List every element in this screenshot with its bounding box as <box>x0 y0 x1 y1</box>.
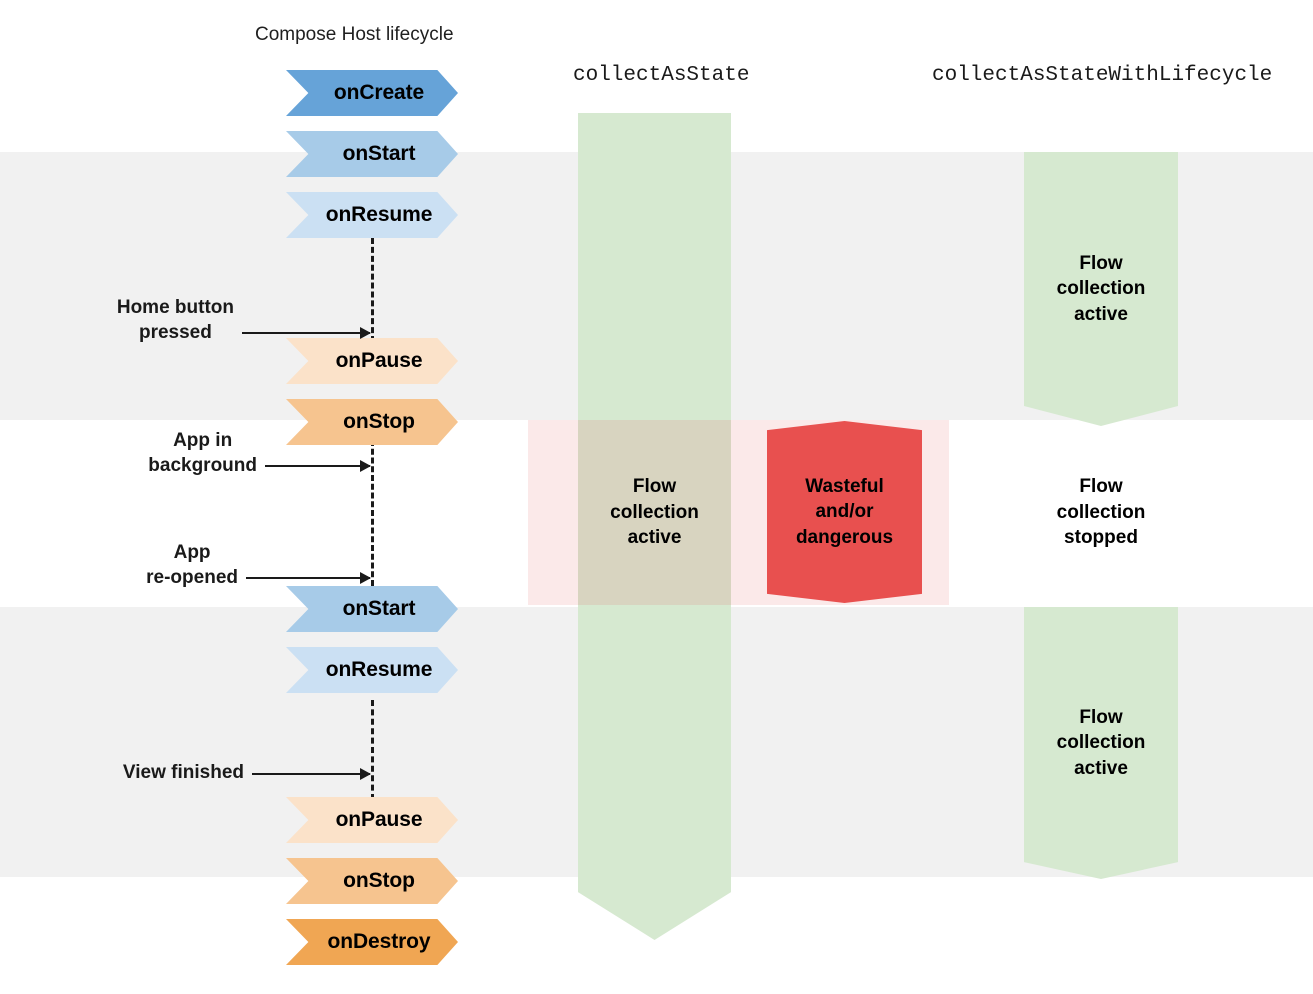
column-header-collect-as-state-with-lifecycle: collectAsStateWithLifecycle <box>932 64 1273 87</box>
flow-bar-collect-as-state-bottom <box>578 605 731 940</box>
lifecycle-chevron-label: onStart <box>342 142 416 165</box>
arrow-icon <box>246 572 371 584</box>
annotation-label: View finished <box>122 762 244 784</box>
danger-callout: Wasteful and/or dangerous <box>767 421 922 603</box>
lifecycle-chevron-label: onCreate <box>333 81 425 104</box>
lifecycle-chevron-label: onPause <box>335 349 423 372</box>
lifecycle-chevron-onresume-2[interactable]: onResume <box>286 647 458 693</box>
lifecycle-chevron-onstop-1[interactable]: onStop <box>286 399 458 445</box>
lifecycle-chevron-onpause-1[interactable]: onPause <box>286 338 458 384</box>
arrow-icon <box>242 327 371 339</box>
lifecycle-chevron-label: onStop <box>343 410 415 433</box>
annotation-label: App in background <box>148 429 257 476</box>
dashed-connector-resume-to-pause-2 <box>371 700 374 800</box>
lifecycle-chevron-onpause-2[interactable]: onPause <box>286 797 458 843</box>
annotation-label: Home button pressed <box>116 296 234 343</box>
lifecycle-chevron-onstart-1[interactable]: onStart <box>286 131 458 177</box>
lifecycle-chevron-label: onResume <box>325 203 433 226</box>
annotation-label: App re-opened <box>146 541 238 588</box>
arrow-icon <box>265 460 371 472</box>
lifecycle-chevron-onstart-2[interactable]: onStart <box>286 586 458 632</box>
flow-bar-collect-as-state-middle: Flow collection active <box>578 420 731 605</box>
lifecycle-chevron-label: onResume <box>325 658 433 681</box>
dashed-connector-stop-to-start <box>371 440 374 586</box>
dashed-connector-resume-to-pause <box>371 238 374 342</box>
flow-status-collect-as-state-with-lifecycle-stopped: Flow collection stopped <box>1024 455 1178 570</box>
flow-bar-label: Flow collection active <box>1056 252 1146 325</box>
annotation-home-button-pressed: Home button pressed <box>100 290 371 350</box>
lifecycle-chevron-onresume-1[interactable]: onResume <box>286 192 458 238</box>
lifecycle-chevron-label: onStart <box>342 597 416 620</box>
arrow-icon <box>252 768 371 780</box>
flow-bar-collect-as-state-with-lifecycle-bottom: Flow collection active <box>1024 607 1178 879</box>
lifecycle-chevron-ondestroy[interactable]: onDestroy <box>286 919 458 965</box>
lifecycle-chevron-label: onStop <box>343 869 415 892</box>
danger-callout-label: Wasteful and/or dangerous <box>795 475 894 548</box>
lifecycle-chevron-onstop-2[interactable]: onStop <box>286 858 458 904</box>
lifecycle-chevron-label: onDestroy <box>327 930 431 953</box>
flow-status-label: Flow collection stopped <box>1056 476 1146 549</box>
flow-bar-label: Flow collection active <box>1056 706 1146 779</box>
flow-bar-collect-as-state-with-lifecycle-top: Flow collection active <box>1024 152 1178 426</box>
annotation-app-re-opened: App re-opened <box>100 535 371 595</box>
flow-bar-label: Flow collection active <box>610 476 699 549</box>
flow-bar-collect-as-state-top <box>578 113 731 420</box>
lifecycle-chevron-oncreate[interactable]: onCreate <box>286 70 458 116</box>
page-title: Compose Host lifecycle <box>255 24 454 45</box>
annotation-view-finished: View finished <box>100 759 371 787</box>
column-header-collect-as-state: collectAsState <box>573 64 750 87</box>
annotation-app-in-background: App in background <box>100 423 371 483</box>
lifecycle-chevron-label: onPause <box>335 808 423 831</box>
